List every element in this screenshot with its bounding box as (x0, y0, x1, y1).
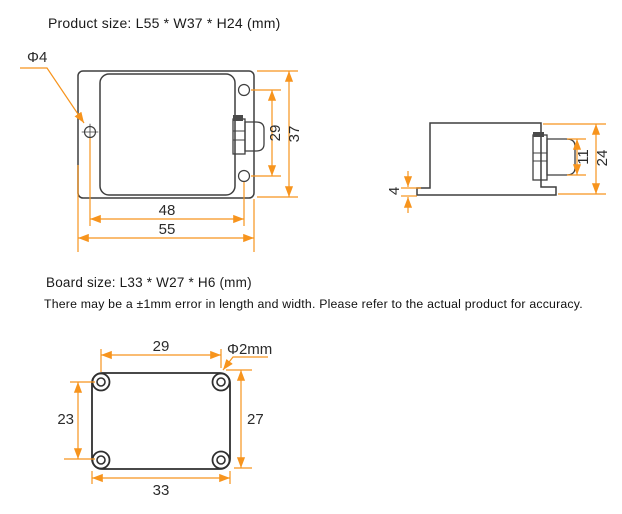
top-view (77, 70, 265, 199)
dim-phi4-label: Φ4 (27, 49, 47, 66)
dim-55-label: 55 (159, 221, 176, 238)
board-outline (91, 372, 231, 470)
top-view-dimensions (20, 67, 298, 252)
side-view-body (416, 122, 557, 196)
mount-hole-top-right (237, 83, 251, 97)
dim-11-label: 11 (575, 149, 592, 165)
side-view-dimensions (401, 123, 606, 213)
phi2-leader (222, 356, 268, 371)
connector-tab (233, 115, 243, 121)
dim-33-label: 33 (153, 482, 170, 499)
board-hole-top-left (91, 372, 111, 392)
board-view (91, 372, 231, 470)
top-view-cover (99, 73, 236, 196)
dim-23-label: 23 (57, 411, 74, 428)
side-view (416, 122, 576, 196)
dim-29-label: 29 (267, 125, 284, 142)
dim-29b-label: 29 (153, 338, 170, 355)
product-size-title: Product size: L55 * W37 * H24 (mm) (48, 15, 281, 31)
dim-phi2-label: Φ2mm (227, 341, 272, 358)
dim-48-label: 48 (159, 202, 176, 219)
mount-hole-bottom-right (237, 169, 251, 183)
dim-24-label: 24 (594, 150, 611, 167)
dim-37-label: 37 (286, 126, 303, 143)
side-connector-housing (546, 138, 576, 176)
phi4-leader (20, 67, 85, 124)
board-view-dimensions (64, 349, 268, 484)
board-hole-top-right (211, 372, 231, 392)
board-hole-bottom-right (211, 450, 231, 470)
connector-housing (244, 121, 265, 152)
side-connector-tab (533, 132, 544, 137)
board-size-title: Board size: L33 * W27 * H6 (mm) (46, 275, 252, 290)
tolerance-note: There may be a ±1mm error in length and … (44, 297, 583, 311)
dim-4-label: 4 (386, 187, 403, 195)
dim-27-label: 27 (247, 411, 264, 428)
board-hole-bottom-left (91, 450, 111, 470)
